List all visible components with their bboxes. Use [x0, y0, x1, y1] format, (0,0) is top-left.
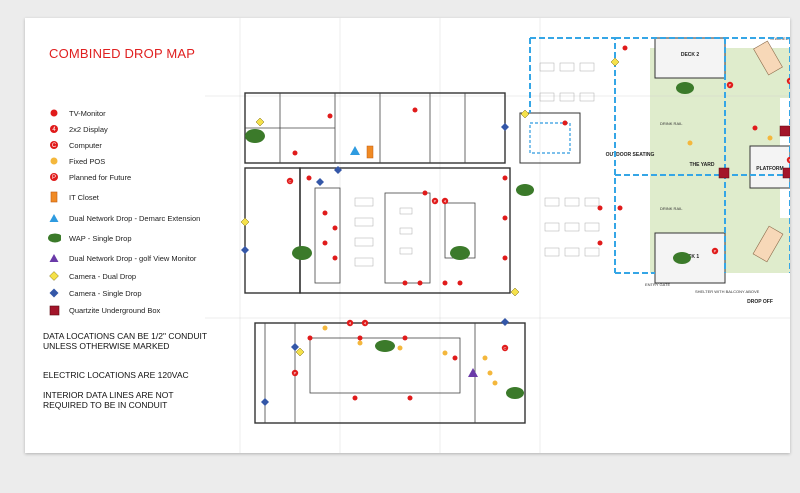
legend-item-fixed-pos: Fixed POS [47, 154, 105, 168]
orange-rect-icon [47, 190, 61, 204]
red-dot-icon [47, 106, 61, 120]
svg-text:4: 4 [349, 321, 352, 326]
svg-text:4: 4 [444, 199, 447, 204]
red-circle-p-icon: P [47, 170, 61, 184]
label-platform: PLATFORM [756, 166, 783, 172]
green-cloud-icon [47, 231, 61, 245]
svg-text:C: C [504, 346, 507, 351]
svg-text:C: C [289, 179, 292, 184]
svg-text:4: 4 [364, 321, 367, 326]
camera-single-markers [241, 123, 509, 406]
legend-item-wap: WAP - Single Drop [47, 231, 132, 245]
svg-text:P: P [789, 79, 790, 84]
blue-triangle-icon [47, 211, 61, 225]
label-outdoor-seating: OUTDOOR SEATING [606, 152, 655, 158]
svg-text:P: P [729, 83, 732, 88]
label-drop-off: DROP OFF [747, 299, 773, 305]
quartzite-boxes [718, 125, 790, 179]
map-title: COMBINED DROP MAP [49, 46, 196, 61]
svg-text:P: P [52, 175, 56, 181]
label-the-yard: THE YARD [689, 162, 714, 168]
svg-text:P: P [434, 199, 437, 204]
svg-text:4: 4 [52, 127, 56, 133]
legend-item-planned-future: P Planned for Future [47, 170, 131, 184]
label-drink-rail-2: DRINK RAIL [660, 206, 683, 211]
tv-monitor-markers [292, 45, 758, 401]
it-closet-marker [366, 145, 374, 159]
wap-markers [245, 82, 694, 399]
legend-item-camera-dual: Camera - Dual Drop [47, 269, 136, 283]
red-circle-4-icon: 4 [47, 122, 61, 136]
yellow-diamond-icon [47, 269, 61, 283]
purple-triangle-icon [47, 251, 61, 265]
legend-item-computer: C Computer [47, 138, 102, 152]
legend-item-tv-monitor: TV-Monitor [47, 106, 106, 120]
conduit-routes [529, 37, 790, 274]
note-electric: ELECTRIC LOCATIONS ARE 120VAC [43, 370, 189, 380]
note-interior: INTERIOR DATA LINES ARE NOT REQUIRED TO … [43, 390, 174, 410]
note-conduit: DATA LOCATIONS CAN BE 1/2" CONDUIT UNLES… [43, 331, 207, 351]
legend-item-2x2-display: 4 2x2 Display [47, 122, 108, 136]
svg-text:P: P [294, 371, 297, 376]
drawing-sheet: COMBINED DROP MAP TV-Monitor 4 2x2 Displ… [25, 18, 790, 453]
legend-item-camera-single: Camera - Single Drop [47, 286, 142, 300]
display-markers: C P 4 4 4 C P P P P P [286, 77, 790, 377]
golf-monitor-marker [468, 368, 478, 377]
camera-dual-markers [240, 57, 620, 357]
label-entry-gate: ENTRY GATE [645, 282, 670, 287]
svg-text:P: P [714, 249, 717, 254]
label-drink-rail-1: DRINK RAIL [660, 121, 683, 126]
svg-text:C: C [52, 143, 57, 149]
fixed-pos-markers [322, 135, 773, 386]
legend-item-demarc: Dual Network Drop - Demarc Extension [47, 211, 200, 225]
floor-plan: DECK 2 DECK 1 PLATFORM THE YARD OUTDOOR … [205, 18, 790, 453]
label-shelter: SHELTER WITH BALCONY ABOVE [695, 289, 760, 294]
legend-item-quartzite: Quartzite Underground Box [47, 303, 160, 317]
darkred-square-icon [47, 303, 61, 317]
legend-item-golf-monitor: Dual Network Drop - golf View Monitor [47, 251, 196, 265]
label-deck-2: DECK 2 [681, 52, 700, 58]
orange-dot-icon [47, 154, 61, 168]
blue-diamond-icon [47, 286, 61, 300]
demarc-marker [350, 146, 360, 155]
red-circle-c-icon: C [47, 138, 61, 152]
legend-item-it-closet: IT Closet [47, 190, 99, 204]
svg-text:P: P [789, 158, 790, 163]
